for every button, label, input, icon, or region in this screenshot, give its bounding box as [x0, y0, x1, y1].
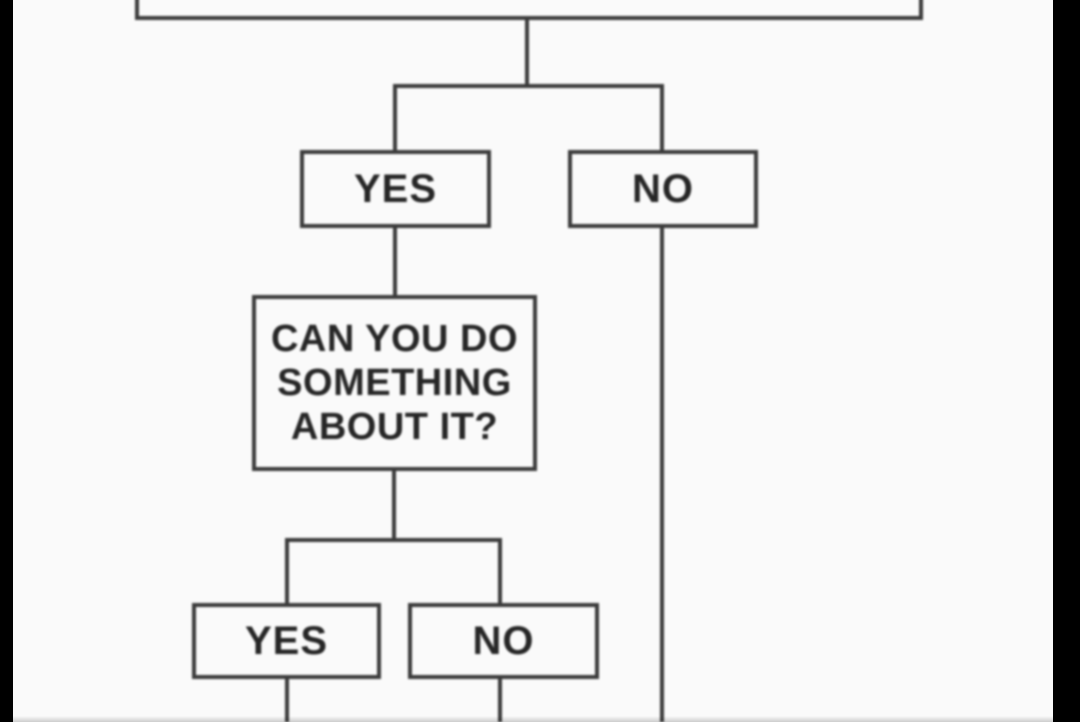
question-label: CAN YOU DO SOMETHING ABOUT IT?: [271, 317, 518, 449]
branch1-no-label: NO: [632, 166, 694, 211]
connector-branch1-horizontal: [393, 84, 664, 88]
connector-branch2-right-drop: [498, 538, 502, 605]
connector-branch1-right-drop: [660, 84, 664, 154]
connector-branch1-left-drop: [393, 84, 397, 154]
connector-branch2-no-continuation: [498, 677, 502, 722]
connector-yes-to-question: [393, 226, 397, 298]
connector-branch2-yes-continuation: [285, 677, 289, 722]
flowchart-canvas: YES NO CAN YOU DO SOMETHING ABOUT IT?: [13, 0, 1053, 722]
branch2-yes-box: YES: [192, 603, 381, 679]
flowchart: YES NO CAN YOU DO SOMETHING ABOUT IT?: [13, 0, 1053, 722]
top-box: [135, 0, 923, 20]
connector-no-long-line: [660, 226, 664, 722]
branch2-no-label: NO: [472, 618, 535, 663]
branch2-no-box: NO: [408, 603, 599, 679]
letterbox-right: [1053, 0, 1080, 722]
question-line-1: CAN YOU DO: [270, 318, 519, 360]
branch2-yes-label: YES: [244, 618, 329, 663]
connector-branch2-horizontal: [285, 538, 502, 542]
connector-topbox-stem: [525, 18, 529, 88]
branch1-yes-label: YES: [353, 166, 438, 211]
branch1-no-box: NO: [568, 150, 758, 228]
question-box: CAN YOU DO SOMETHING ABOUT IT?: [252, 295, 537, 471]
question-line-2: SOMETHING: [277, 362, 512, 404]
letterbox-left: [0, 0, 13, 722]
branch1-yes-box: YES: [300, 150, 491, 228]
connector-question-stem: [392, 469, 396, 541]
connector-branch2-left-drop: [285, 538, 289, 605]
question-line-3: ABOUT IT?: [290, 406, 499, 448]
